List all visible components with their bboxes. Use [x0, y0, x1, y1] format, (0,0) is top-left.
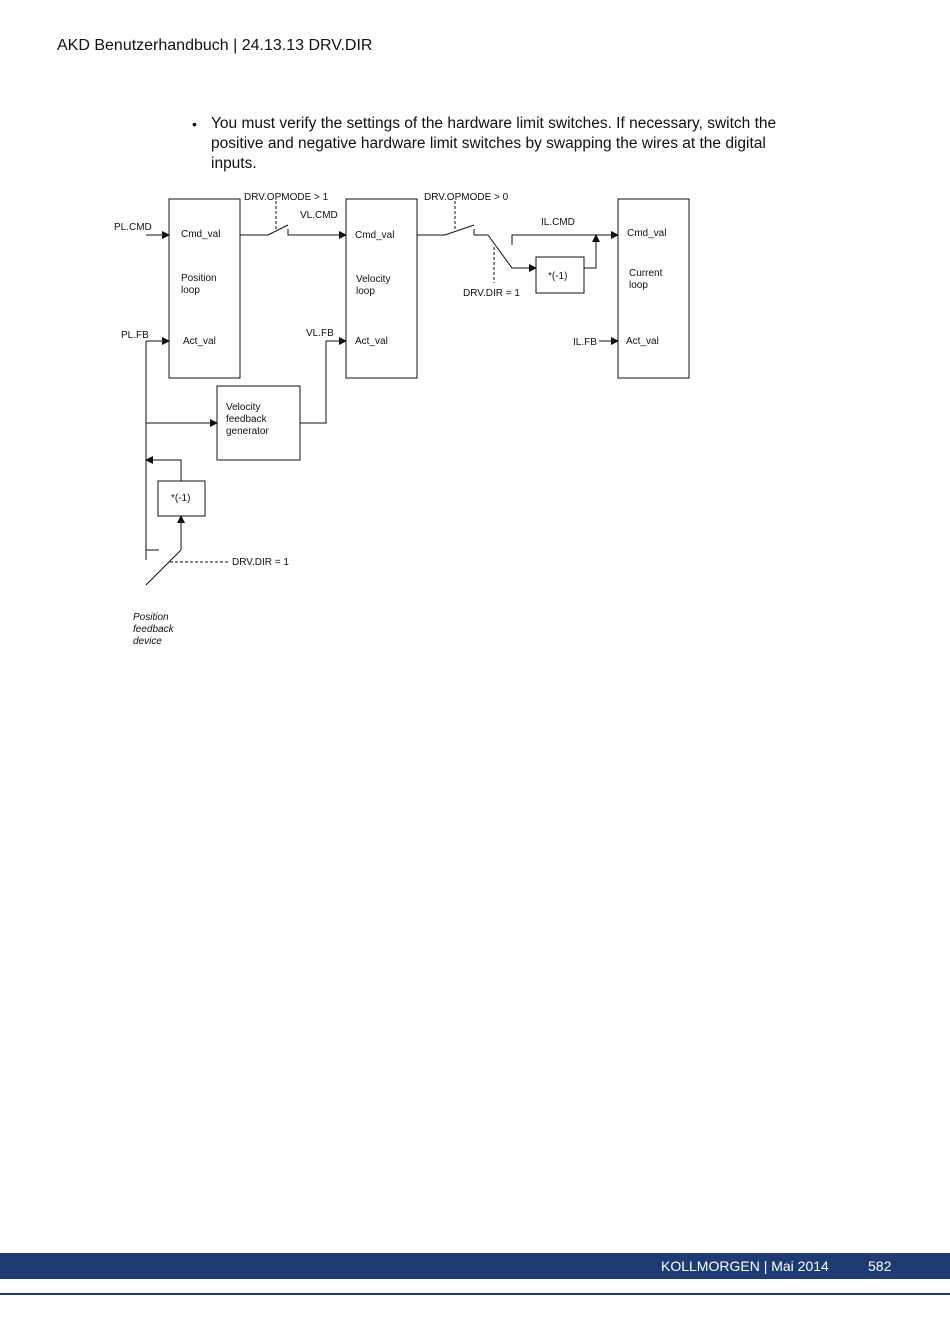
opmode-2-label: DRV.OPMODE > 0 — [424, 192, 509, 203]
current-name-2: loop — [629, 280, 648, 291]
generator-line-1: Velocity — [226, 402, 260, 413]
position-loop-block — [168, 198, 241, 379]
vl-fb-label: VL.FB — [306, 328, 334, 339]
page-header: AKD Benutzerhandbuch | 24.13.13 DRV.DIR — [57, 37, 373, 54]
invert-label-current: *(-1) — [548, 271, 567, 282]
bottom-switch-blade — [145, 549, 182, 586]
invert-label-feedback: *(-1) — [171, 493, 190, 504]
footer-divider — [0, 1293, 950, 1295]
vl-cmd-label: VL.CMD — [300, 210, 338, 221]
device-line-1: Position — [133, 612, 169, 623]
velocity-cmd-label: Cmd_val — [355, 230, 394, 241]
drv-dir-label-bottom: DRV.DIR = 1 — [232, 557, 289, 568]
position-name-1: Position — [181, 273, 217, 284]
vl-fb-line — [300, 337, 347, 424]
switch-opmode-1 — [240, 224, 346, 235]
drv-dir-label-top: DRV.DIR = 1 — [463, 288, 520, 299]
velocity-name-2: loop — [356, 286, 375, 297]
generator-line-2: feedback — [226, 414, 268, 425]
current-cmd-label: Cmd_val — [627, 228, 666, 239]
current-act-label: Act_val — [626, 336, 659, 347]
velocity-act-label: Act_val — [355, 336, 388, 347]
position-act-label: Act_val — [183, 336, 216, 347]
velocity-name-1: Velocity — [356, 274, 390, 285]
position-cmd-label: Cmd_val — [181, 229, 220, 240]
generator-line-3: generator — [226, 426, 269, 437]
page-number: 582 — [868, 1258, 892, 1274]
bullet-text: You must verify the settings of the hard… — [211, 115, 777, 172]
footer-bar — [0, 1253, 950, 1279]
invert-feedback-out — [145, 456, 182, 481]
pl-cmd-label: PL.CMD — [114, 222, 152, 233]
device-line-3: device — [133, 636, 162, 647]
il-cmd-line — [511, 231, 619, 245]
current-loop-block — [617, 198, 690, 379]
device-line-2: feedback — [133, 624, 175, 635]
current-name-1: Current — [629, 268, 663, 279]
pl-fb-label: PL.FB — [121, 330, 149, 341]
invert-output-line — [584, 234, 600, 269]
footer-text: KOLLMORGEN | Mai 2014 — [661, 1258, 829, 1274]
switch-opmode-2 — [417, 224, 536, 268]
opmode-1-label: DRV.OPMODE > 1 — [244, 192, 329, 203]
il-cmd-label: IL.CMD — [541, 217, 575, 228]
position-name-2: loop — [181, 285, 200, 296]
control-loop-diagram: PL.CMD PL.FB Cmd_val Position loop Act_v… — [114, 192, 690, 647]
bullet-marker: • — [192, 116, 197, 132]
bullet-item: • You must verify the settings of the ha… — [192, 114, 802, 174]
velocity-loop-block — [345, 198, 418, 379]
il-fb-label: IL.FB — [573, 337, 597, 348]
